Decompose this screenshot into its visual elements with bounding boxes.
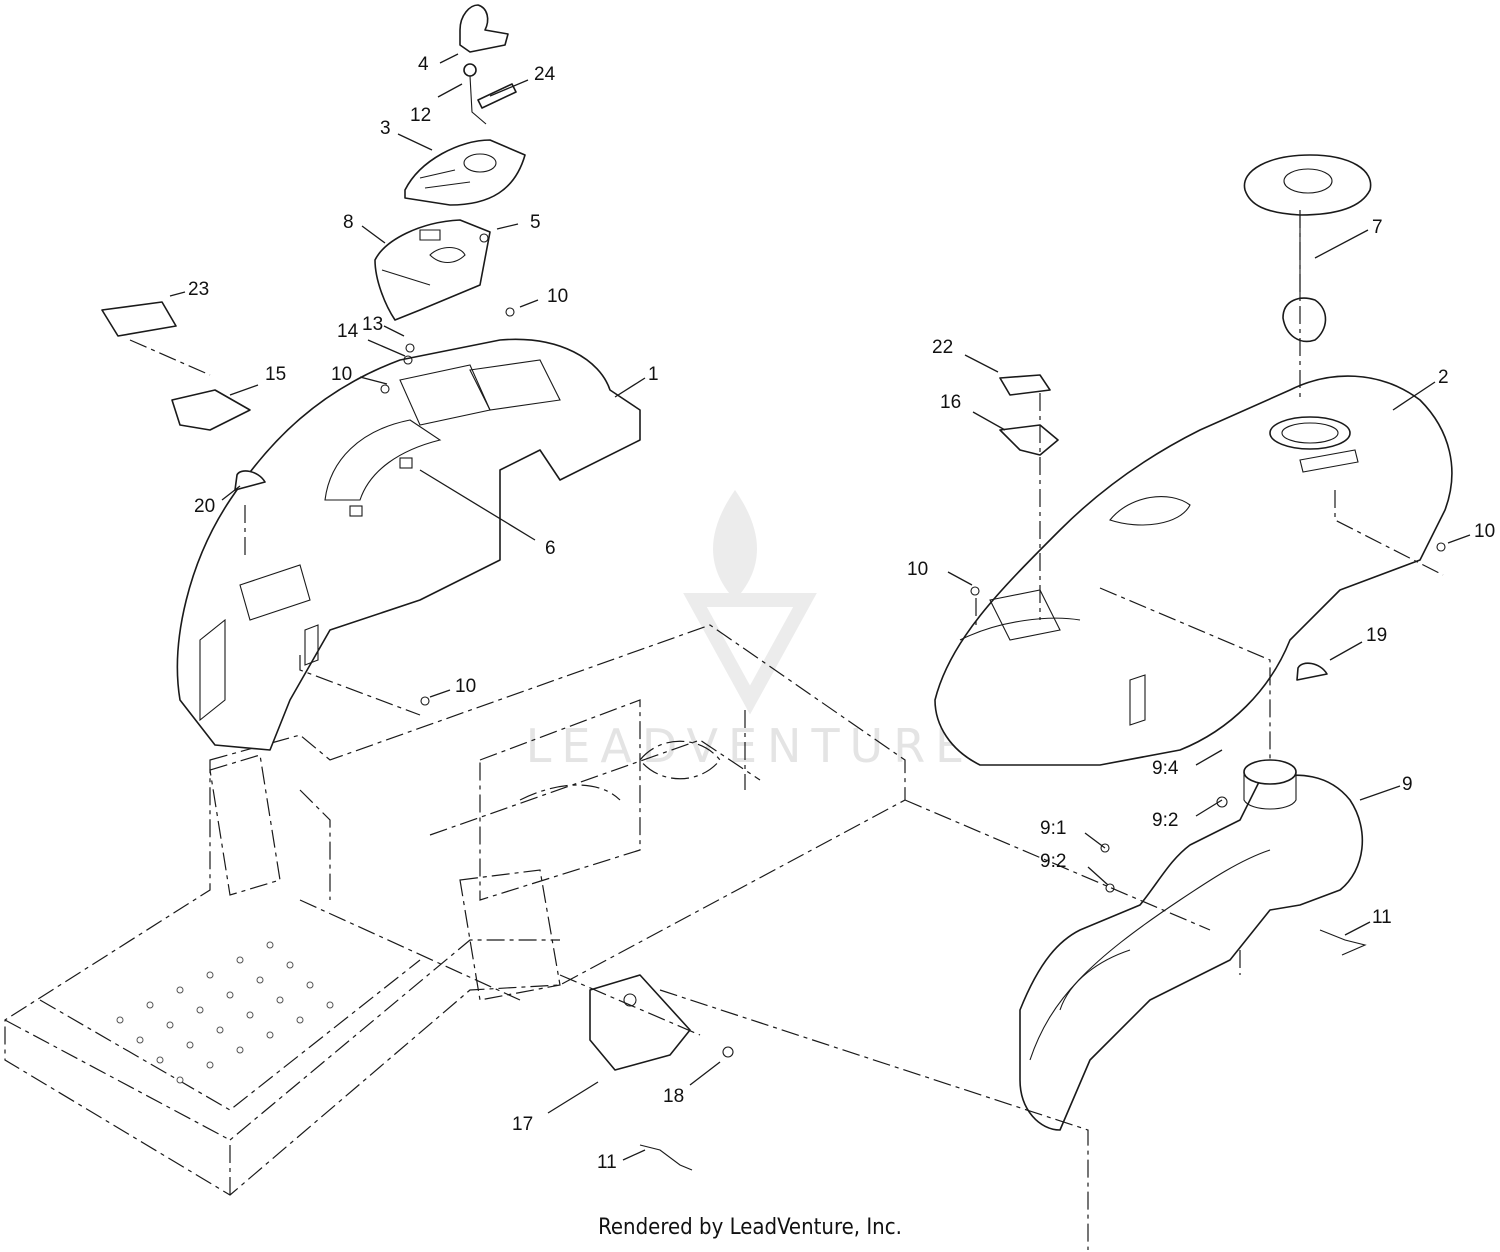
callout-9: 9	[1402, 774, 1413, 795]
callout-17: 17	[512, 1114, 533, 1135]
callout-11-bottom: 11	[597, 1152, 617, 1173]
render-credit: Rendered by LeadVenture, Inc.	[598, 1215, 902, 1240]
callout-3: 3	[380, 118, 391, 139]
callout-10-left: 10	[331, 364, 352, 385]
assembly-lines	[129, 210, 1444, 1250]
part-9-fuel-tank	[1019, 759, 1364, 1131]
callout-19: 19	[1366, 625, 1387, 646]
part-7-fuel-cap	[1243, 154, 1372, 343]
part-4-throttle-knob	[459, 4, 509, 53]
callout-18: 18	[663, 1086, 684, 1107]
callout-6: 6	[545, 538, 556, 559]
callout-20: 20	[194, 496, 215, 517]
callout-10-right: 10	[1474, 521, 1495, 542]
callout-8: 8	[343, 212, 354, 233]
part-12-lever-rod	[463, 63, 487, 125]
floor-pan-holes	[116, 941, 334, 1084]
leader-lines	[169, 53, 1471, 1161]
callout-10-top: 10	[547, 286, 568, 307]
callout-1: 1	[648, 364, 659, 385]
part-24-grip	[477, 83, 517, 109]
fasteners	[380, 233, 1446, 1058]
watermark-text: LEADVENTURE	[526, 719, 975, 773]
part-2-rear-body	[934, 375, 1453, 766]
callout-22: 22	[932, 337, 953, 358]
callout-11-right: 11	[1372, 907, 1392, 928]
callout-13: 13	[362, 314, 383, 335]
callout-9-2-grommet: 9:2	[1152, 810, 1178, 831]
callout-10-bottom: 10	[455, 676, 476, 697]
callout-2: 2	[1438, 367, 1449, 388]
callout-10-center: 10	[907, 559, 928, 580]
callout-7: 7	[1372, 217, 1383, 238]
part-19-20-decals	[234, 470, 1328, 681]
part-11-springs	[639, 929, 1367, 1171]
watermark: LEADVENTURE	[526, 490, 975, 773]
callout-15: 15	[265, 364, 286, 385]
part-16-22-decals	[999, 374, 1059, 456]
callout-16: 16	[940, 392, 961, 413]
part-15-23-decals	[101, 301, 251, 431]
callout-labels: 1 2 3 4 5 6 7 8 9 9:1 9:2 9:2 9:4 10 10 …	[188, 54, 1495, 1173]
callout-9-2-dipstick: 9:2	[1040, 851, 1066, 872]
frame-chassis	[4, 624, 906, 1196]
callout-14: 14	[337, 321, 359, 342]
part-3-control-plate	[404, 139, 526, 206]
part-8-mount-plate	[374, 219, 491, 321]
callout-12: 12	[410, 105, 431, 126]
callout-24: 24	[534, 64, 556, 85]
part-17-bracket	[589, 974, 691, 1071]
callout-4: 4	[418, 54, 429, 75]
callout-5: 5	[530, 212, 541, 233]
callout-9-1: 9:1	[1040, 818, 1066, 839]
callout-23: 23	[188, 279, 209, 300]
part-1-dash-panel	[176, 338, 641, 751]
callout-9-4: 9:4	[1152, 758, 1179, 779]
